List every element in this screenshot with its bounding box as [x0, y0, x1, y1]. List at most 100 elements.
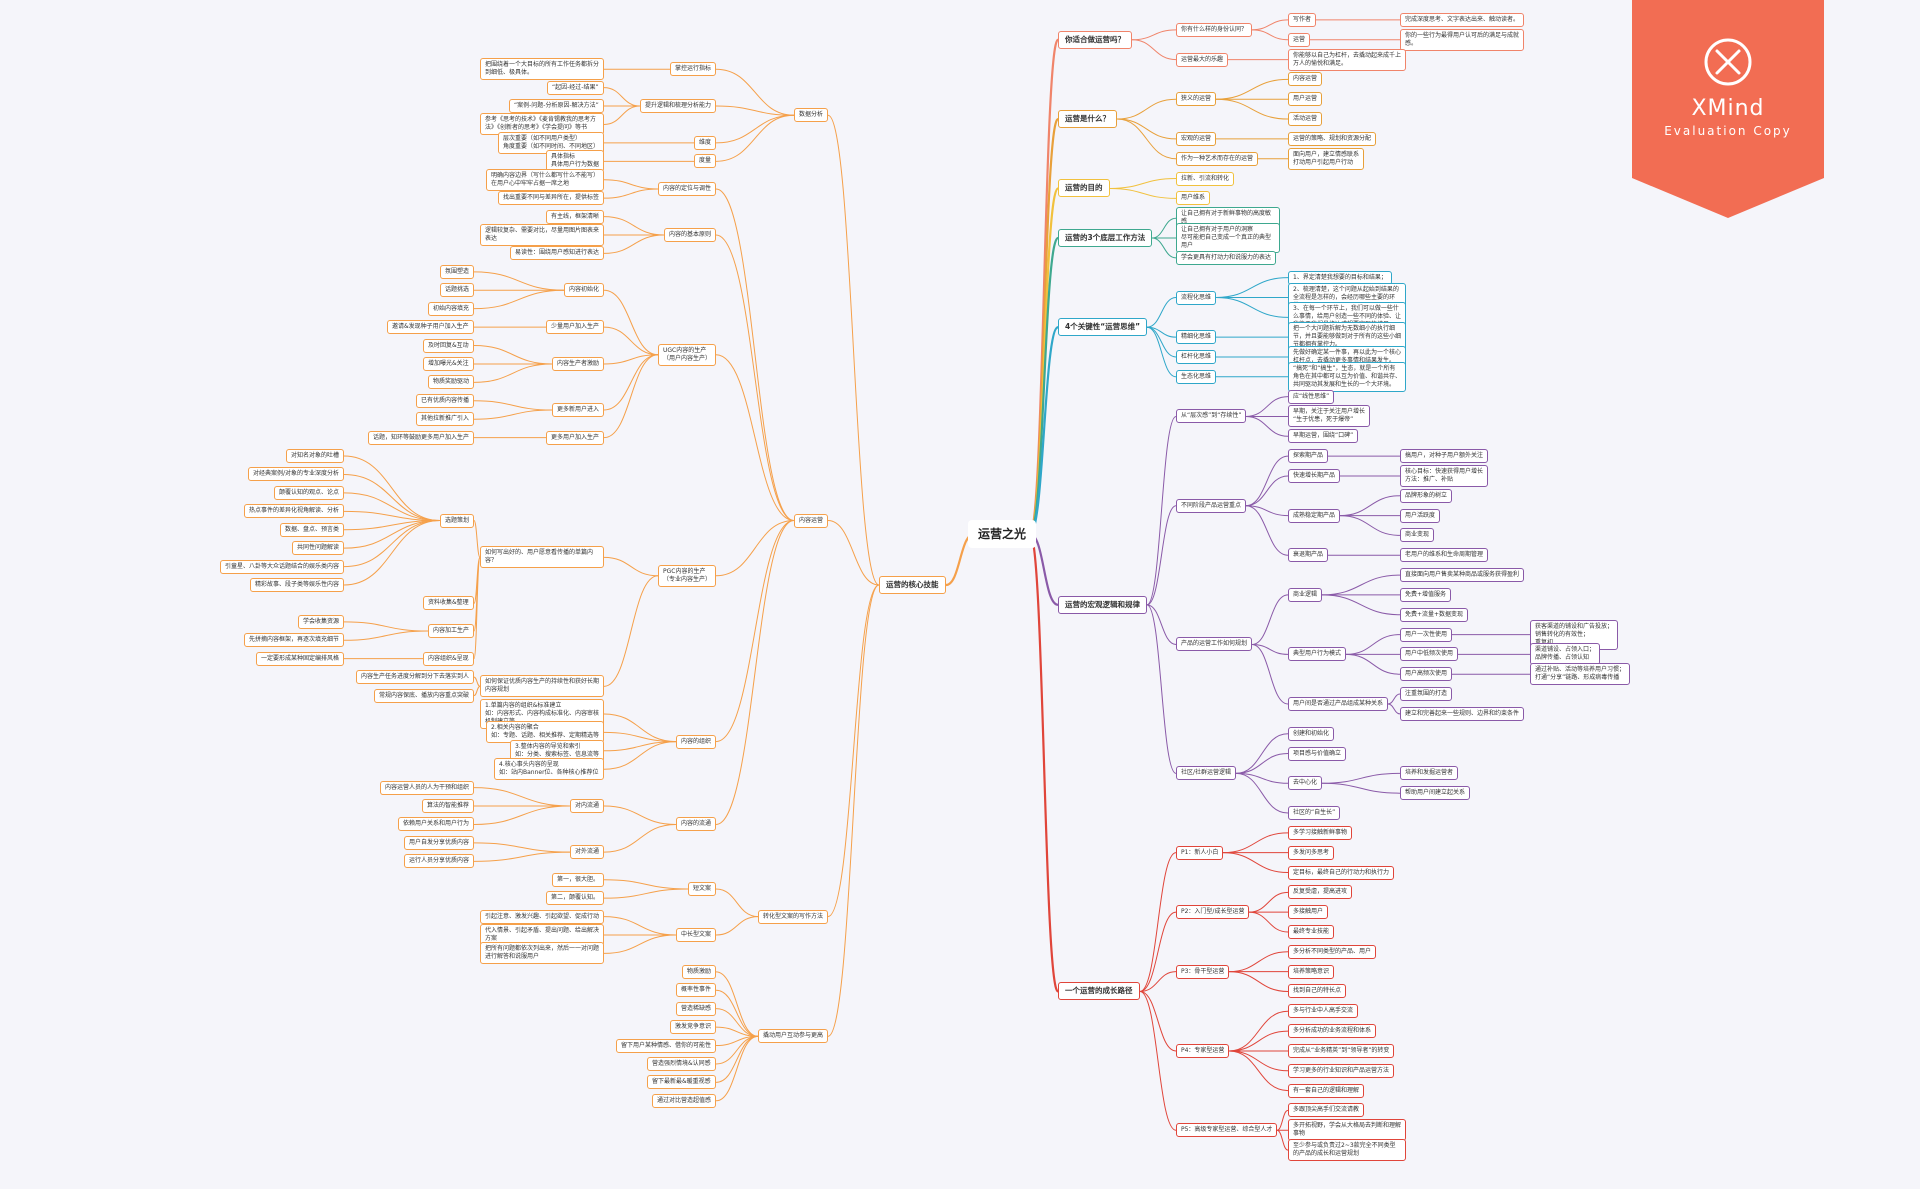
topic-l1b1x[interactable]: 明确内容边界（写什么都写什么不能写） 在用户心中牢牢占据一席之地 [486, 168, 605, 191]
topic-r2c[interactable]: 作为一种艺术而存在的运营 [1176, 151, 1259, 166]
topic-r7a[interactable]: P1：新人小白 [1176, 845, 1224, 860]
topic-l1d1[interactable]: 物质激励 [682, 964, 717, 979]
topic-r1a2x[interactable]: 你的一些行为最得用户认可后的满足与成就感。 [1400, 28, 1524, 51]
topic-r7[interactable]: 一个运营的成长路径 [1058, 982, 1140, 1001]
topic-r4[interactable]: 运营的3个底层工作方法 [1058, 229, 1153, 248]
topic-l1b6a3[interactable]: 依赖用户关系和用户行为 [398, 817, 475, 832]
topic-l1b3[interactable]: UGC内容的生产 （用户内容生产） [658, 343, 717, 366]
topic-r1a2[interactable]: 运营 [1288, 32, 1311, 47]
topic-r6b1x[interactable]: 搞用户，对种子用户额外关注 [1400, 449, 1489, 464]
topic-l1b3b[interactable]: 少量用户加入生产 [546, 320, 605, 335]
topic-r6a1[interactable]: 应“线性思维” [1288, 389, 1335, 404]
topic-r6b3a[interactable]: 品牌形象的树立 [1400, 488, 1453, 503]
topic-l1b6[interactable]: 内容的流通 [676, 817, 717, 832]
topic-r2[interactable]: 运营是什么？ [1058, 110, 1117, 129]
topic-r5[interactable]: 4个关键性“运营思维” [1058, 318, 1148, 337]
topic-l1a2z[interactable]: 参考《思考的技术》《麦肯锡教我的思考方法》《创新者的思考》《学会提问》等书 [480, 113, 604, 136]
topic-l1b4a2[interactable]: 资料收集&整理 [423, 596, 474, 611]
topic-l1b6b[interactable]: 对外流通 [570, 845, 605, 860]
topic-l1b6a[interactable]: 对内流通 [570, 799, 605, 814]
topic-r7a1[interactable]: 多学习接触新鲜事物 [1288, 825, 1353, 840]
topic-l1b4b1[interactable]: 内容生产任务进度分解到分下去落实到人 [356, 670, 475, 685]
topic-r5c[interactable]: 杠杆化思维 [1176, 349, 1217, 364]
topic-r5a[interactable]: 流程化思维 [1176, 290, 1217, 305]
topic-l1b3e1[interactable]: 话题，知环等鼓励更多用户加入生产 [368, 430, 475, 445]
topic-r6b4[interactable]: 衰退期产品 [1288, 548, 1329, 563]
topic-l1b3a2[interactable]: 话题挑选 [440, 283, 475, 298]
topic-l1b6b1[interactable]: 用户自发分享优质内容 [404, 835, 475, 850]
topic-r6b2[interactable]: 快速增长期产品 [1288, 468, 1341, 483]
topic-r2a2[interactable]: 用户运营 [1288, 92, 1323, 107]
topic-r7b[interactable]: P2：入门型/成长型运营 [1176, 905, 1250, 920]
topic-l1b3c2[interactable]: 增加曝光&关注 [423, 356, 474, 371]
topic-l1b3c1[interactable]: 及时回复&互动 [423, 338, 474, 353]
topic-l1d[interactable]: 撬动用户互动参与更高 [758, 1029, 829, 1044]
topic-r6c1b[interactable]: 免费+增值服务 [1400, 587, 1452, 602]
topic-l1d8[interactable]: 通过对比营造超值感 [652, 1093, 717, 1108]
topic-r1a1[interactable]: 写作者 [1288, 12, 1317, 27]
topic-r7c[interactable]: P3：骨干型运营 [1176, 964, 1230, 979]
topic-l1[interactable]: 运营的核心技能 [879, 576, 946, 594]
topic-r1[interactable]: 你适合做运营吗？ [1058, 30, 1132, 49]
topic-r6b[interactable]: 不同阶段产品运营重点 [1176, 498, 1247, 513]
topic-r7a3[interactable]: 定目标，最终自己的行动力和执行力 [1288, 865, 1395, 880]
topic-r6d4[interactable]: 社区的“自生长” [1288, 806, 1341, 821]
topic-l1b4a3[interactable]: 内容加工生产 [428, 624, 475, 639]
topic-t2[interactable]: 对经典案例/对象的专业深度分析 [248, 467, 345, 482]
topic-l1a3[interactable]: 维度 [694, 135, 717, 150]
topic-l1b4a3y[interactable]: 先拼摘内容框架，再逐次填充细节 [244, 633, 345, 648]
topic-r7b1[interactable]: 反复受虐，提高进攻 [1288, 885, 1353, 900]
topic-r7c2[interactable]: 培养策略意识 [1288, 964, 1335, 979]
topic-l1b6b2[interactable]: 运行人员分享优质内容 [404, 854, 475, 869]
topic-r7d1[interactable]: 多与行业中人高手交流 [1288, 1004, 1359, 1019]
topic-r6c3b[interactable]: 建立和完善起来一些规则、边界和约束条件 [1400, 706, 1524, 721]
topic-r6b2x[interactable]: 核心目标：快速获得用户增长 方法：推广、补贴 [1400, 464, 1489, 487]
topic-r7b3[interactable]: 最终专业技能 [1288, 924, 1335, 939]
topic-l1a2x[interactable]: “起因-经过-结果” [547, 80, 604, 95]
topic-r6b3[interactable]: 成熟稳定期产品 [1288, 508, 1341, 523]
topic-r6c1c[interactable]: 免费+流量+数据变现 [1400, 607, 1469, 622]
topic-l1a[interactable]: 数据分析 [794, 108, 829, 123]
topic-t1[interactable]: 对知名对象的吐槽 [286, 449, 345, 464]
topic-l1b2[interactable]: 内容的基本原则 [664, 228, 717, 242]
topic-r6a2[interactable]: 早期，关注于关注用户增长 “生于忧患，死于爆帝” [1288, 405, 1371, 428]
topic-l1b4b2[interactable]: 常规内容保底、播放内容重点突破 [374, 688, 475, 703]
topic-r5b[interactable]: 精细化思维 [1176, 330, 1217, 345]
topic-r7e[interactable]: P5：高级专家型运营、综合型人才 [1176, 1123, 1278, 1138]
topic-r4b[interactable]: 让自己拥有对于用户的洞察 尽可能把自己变成一个真正的典型用户 [1176, 223, 1280, 254]
topic-r2b[interactable]: 宏观的运营 [1176, 131, 1217, 146]
topic-r6b4x[interactable]: 老用户的维系和生命周期管理 [1400, 548, 1489, 563]
topic-r6d[interactable]: 社区/社群运营逻辑 [1176, 766, 1237, 781]
topic-l1b5d[interactable]: 4.核心事头内容的呈现 如：站内Banner位、各种核心推荐位 [494, 758, 604, 781]
topic-r1a1x[interactable]: 完成深度思考、文字表达出来、触动读者。 [1400, 12, 1524, 27]
topic-l1b5[interactable]: 内容的组织 [676, 734, 717, 749]
topic-l1b3d[interactable]: 更多新用户进入 [552, 403, 605, 417]
topic-r7d3[interactable]: 完成从“业务精英”到“领导者”的转变 [1288, 1043, 1395, 1058]
topic-l1a4[interactable]: 度量 [694, 154, 717, 169]
topic-l1b3e[interactable]: 更多用户加入生产 [546, 430, 605, 445]
topic-t7[interactable]: 引童星、八卦等大众话题结合的娱乐类内容 [220, 559, 345, 574]
topic-r1a[interactable]: 你有什么样的身份认同？ [1176, 22, 1253, 37]
topic-r1b[interactable]: 运营最大的乐趣 [1176, 52, 1229, 67]
topic-l1d4[interactable]: 激发竞争意识 [670, 1020, 717, 1035]
topic-l1b3a3[interactable]: 初始内容填充 [428, 301, 475, 316]
topic-r6d2[interactable]: 项目感与价值确立 [1288, 746, 1347, 761]
topic-r7e2[interactable]: 多开拓视野，学会从大格局去判断和理解事物 [1288, 1119, 1406, 1142]
topic-r7d2[interactable]: 多分析成功的业务流程和体系 [1288, 1024, 1377, 1039]
topic-r7a2[interactable]: 多发问多思考 [1288, 845, 1335, 860]
topic-r6a3[interactable]: 早期运营，围绕“口碑” [1288, 429, 1359, 444]
topic-r2b1[interactable]: 运营的策略、规划和资源分配 [1288, 131, 1377, 146]
topic-r6c1[interactable]: 商业逻辑 [1288, 587, 1323, 602]
topic-l1c2a[interactable]: 引起注意、激发兴趣、引起欲望、促成行动 [480, 909, 604, 924]
topic-l1b3a[interactable]: 内容初始化 [564, 283, 605, 298]
topic-t3[interactable]: 颠覆认知的观点、论点 [274, 485, 345, 500]
topic-l1b4a3x[interactable]: 学会收集资源 [298, 614, 345, 629]
topic-l1b3c3[interactable]: 物质奖励驱动 [428, 375, 475, 390]
topic-r6b1[interactable]: 探索期产品 [1288, 449, 1329, 464]
topic-r2a3[interactable]: 活动运营 [1288, 112, 1323, 127]
topic-l1b3d2[interactable]: 其他拉新推广引入 [416, 412, 475, 427]
topic-t6[interactable]: 共同性问题解读 [292, 541, 345, 556]
topic-r6c2b[interactable]: 用户中低频次使用 [1400, 647, 1459, 662]
topic-l1b6a1[interactable]: 内容运营人员的人为干预和组织 [380, 780, 475, 795]
topic-r7d[interactable]: P4：专家型运营 [1176, 1043, 1230, 1058]
